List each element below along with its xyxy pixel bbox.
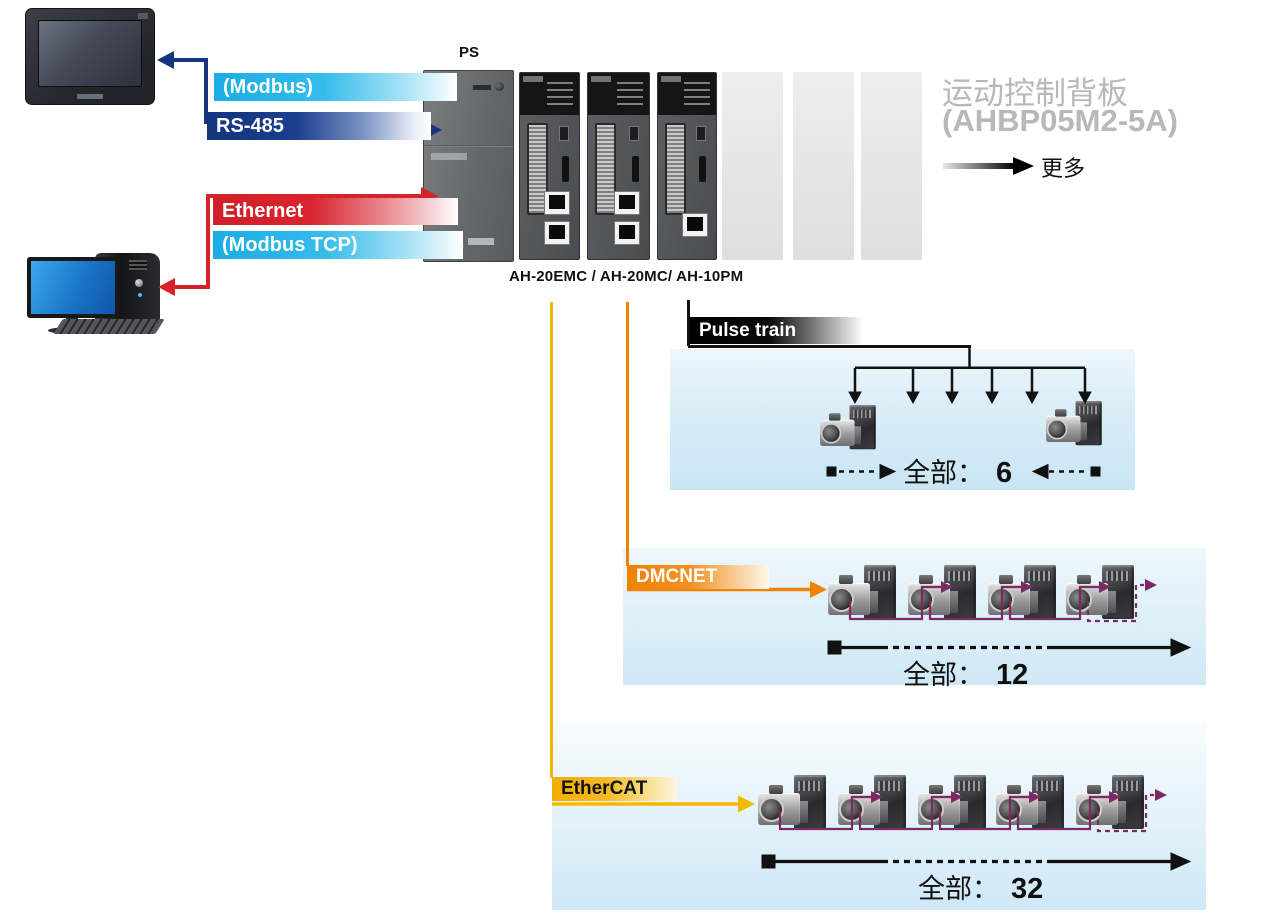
ethernet-port: [544, 221, 570, 245]
cpu-module-ah-20mc: [587, 72, 650, 260]
servo-unit: [1046, 401, 1102, 449]
total-prefix: 全部：: [903, 660, 984, 690]
servo-motor-face: [997, 797, 1022, 822]
backplane-model: (AHBP05M2-5A): [942, 103, 1178, 138]
io-connector: [665, 123, 686, 215]
pc-vent: [129, 260, 147, 270]
empty-backplane-slot: [793, 72, 854, 260]
servo-unit: [838, 775, 906, 833]
pc-screen: [31, 261, 115, 314]
ps-seam: [424, 145, 513, 147]
io-connector: [595, 123, 616, 215]
empty-backplane-slot: [722, 72, 783, 260]
servo-unit: [1066, 565, 1134, 623]
dmcnet-label-bar: DMCNET: [627, 565, 769, 589]
pulse-train-label-bar: Pulse train: [690, 317, 870, 344]
backplane-title: 运动控制背板: [942, 76, 1128, 111]
ethernet-port: [614, 191, 640, 215]
delta-logo: [77, 94, 103, 99]
servo-motor-face: [1067, 587, 1092, 612]
ethernet-port: [682, 213, 708, 237]
servo-motor-face: [1077, 797, 1102, 822]
servo-unit: [828, 565, 896, 623]
servo-motor-face: [820, 423, 842, 444]
ethernet-port: [614, 221, 640, 245]
total-prefix: 全部：: [918, 874, 999, 904]
servo-motor-face: [909, 587, 934, 612]
total-value: 12: [996, 659, 1029, 691]
ps-power-label: [473, 85, 491, 90]
cpu-module-ah-10pm: [657, 72, 717, 260]
cpu-led-head: [588, 73, 649, 115]
servo-unit: [988, 565, 1056, 623]
servo-motor-face: [839, 797, 864, 822]
ethernet-label-bar: Ethernet: [213, 198, 458, 225]
io-connector: [527, 123, 548, 215]
empty-backplane-slot: [861, 72, 922, 260]
ps-brand-mark: [431, 153, 467, 160]
cpu-led-head: [520, 73, 579, 115]
servo-unit: [996, 775, 1064, 833]
hmi-touch-panel: [25, 8, 155, 105]
usb-port: [559, 126, 569, 141]
more-label: 更多: [1041, 156, 1086, 181]
pc-monitor: [27, 257, 119, 318]
servo-unit: [758, 775, 826, 833]
servo-motor-face: [919, 797, 944, 822]
sd-slot: [561, 155, 570, 183]
ethercat-label-bar: EtherCAT: [552, 777, 677, 801]
ps-module-label: PS: [459, 44, 480, 61]
sd-slot: [631, 155, 640, 183]
servo-motor-face: [1046, 419, 1068, 440]
dmcnet-total: 全部： 12: [903, 653, 1028, 692]
more-arrow: [943, 157, 1034, 175]
usb-port: [629, 126, 639, 141]
ps-power-led: [495, 82, 504, 91]
pulse-train-total: 全部： 6: [903, 451, 1012, 490]
total-prefix: 全部：: [903, 458, 984, 488]
servo-motor-face: [989, 587, 1014, 612]
servo-motor-face: [829, 587, 854, 612]
total-value: 6: [996, 457, 1013, 489]
servo-unit: [908, 565, 976, 623]
cpu-led-head: [658, 73, 716, 115]
rs485-label-bar: RS-485: [207, 112, 431, 140]
pc-power-button: [135, 279, 143, 287]
hmi-notch: [138, 13, 148, 19]
sd-slot: [698, 155, 707, 183]
cpu-models-label: AH-20EMC / AH-20MC/ AH-10PM: [509, 268, 744, 285]
total-value: 32: [1011, 873, 1044, 905]
servo-unit: [1076, 775, 1144, 833]
servo-unit: [820, 405, 876, 453]
servo-motor-face: [759, 797, 784, 822]
usb-port: [696, 126, 706, 141]
cpu-module-ah-20emc: [519, 72, 580, 260]
ethercat-total: 全部： 32: [918, 867, 1043, 906]
power-supply-module: [423, 70, 514, 262]
pc-led: [138, 293, 142, 297]
servo-unit: [918, 775, 986, 833]
modbus-tcp-label-bar: (Modbus TCP): [213, 231, 463, 259]
hmi-screen: [38, 20, 142, 87]
ethernet-port: [544, 191, 570, 215]
pc-keyboard: [53, 319, 165, 334]
delta-logo-text: [468, 238, 494, 245]
modbus-label-bar: (Modbus): [214, 73, 457, 101]
